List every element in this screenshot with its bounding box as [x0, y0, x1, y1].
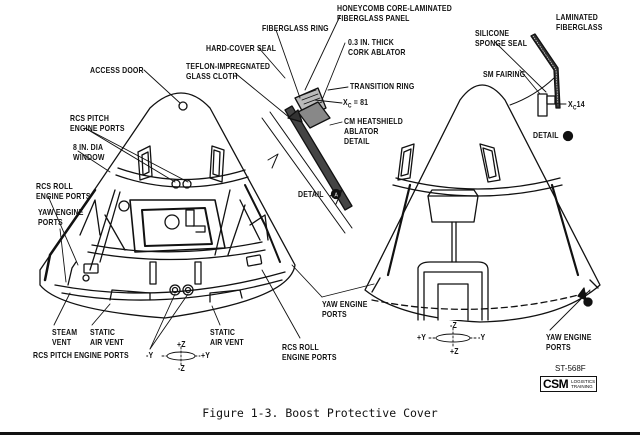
label-sm-fairing: SM FAIRING [483, 70, 526, 79]
label-hard-cover-seal: HARD-COVER SEAL [206, 44, 277, 53]
upper-port-right [209, 145, 225, 183]
hatch-window [141, 207, 213, 247]
label-transition-ring: TRANSITION RING [350, 82, 415, 91]
label-window: 8 IN. DIA WINDOW [73, 143, 105, 162]
label-silicone-sponge-seal: SILICONE SPONGE SEAL [475, 29, 528, 48]
left-cone-outline [39, 92, 296, 319]
axis-right-bottom: +Z [450, 347, 459, 356]
axis-left-left: -Y [146, 351, 154, 360]
label-steam-vent: STEAM VENT [52, 328, 78, 347]
detail-a-drawing [261, 87, 353, 234]
label-rcs-pitch-lower: RCS PITCH ENGINE PORTS [33, 351, 129, 360]
rcs-roll-port-left [83, 263, 99, 274]
label-access-door: ACCESS DOOR [90, 66, 144, 75]
label-honeycomb-panel: HONEYCOMB CORE-LAMINATED FIBERGLASS PANE… [337, 4, 452, 23]
rcs-roll-port-right [245, 254, 263, 267]
label-static-air-vent-right: STATIC AIR VENT [210, 328, 244, 347]
label-cork-ablator: 0.3 IN. THICK CORK ABLATOR [348, 38, 406, 57]
steam-vent [82, 274, 90, 282]
umbilical-panel [427, 195, 479, 223]
upper-port-right [479, 143, 501, 183]
ablator-layer [284, 105, 353, 211]
label-fiberglass-ring: FIBERGLASS RING [262, 24, 329, 33]
figure-caption: Figure 1-3. Boost Protective Cover [202, 406, 438, 420]
hatch-frame [91, 241, 263, 253]
leader-lines [47, 15, 591, 350]
rcs-pitch-port [171, 179, 181, 189]
axis-left-top: +Z [177, 340, 186, 349]
window-8in [118, 200, 130, 212]
axis-right-left: +Y [417, 333, 427, 342]
label-detail-a: DETAIL [298, 190, 324, 199]
upper-port-left [137, 145, 153, 181]
svg-text:A: A [335, 193, 339, 199]
rcs-pitch-port [182, 179, 192, 189]
detail-a-label-dot [330, 188, 342, 200]
label-rcs-roll: RCS ROLL ENGINE PORTS [36, 182, 91, 201]
logo-main-text: CSM [543, 377, 569, 391]
left-cone-apex-ring [117, 167, 246, 181]
right-axis-indicator [428, 327, 478, 349]
right-cone-view [364, 84, 601, 323]
label-yaw-engine-center: YAW ENGINE PORTS [322, 300, 368, 319]
label-teflon-cloth: TEFLON-IMPREGNATED GLASS CLOTH [186, 62, 271, 81]
sm-fairing [537, 93, 548, 117]
document-id: ST-568F [555, 364, 586, 373]
label-laminated-fiberglass: LAMINATED FIBERGLASS [556, 13, 603, 32]
label-xc-81: XC = 81 [343, 98, 369, 110]
label-yaw-engine-right: YAW ENGINE PORTS [546, 333, 592, 352]
label-static-air-vent-left: STATIC AIR VENT [90, 328, 124, 347]
detail-b-drawing: A [330, 33, 574, 200]
detail-b-label-dot [562, 130, 574, 142]
label-rcs-pitch-upper: RCS PITCH ENGINE PORTS [70, 114, 125, 133]
axis-left-right: +Y [201, 351, 211, 360]
silicone-sponge-seal [546, 95, 556, 105]
umbilical-fairing [417, 261, 489, 321]
upper-port-left [397, 143, 415, 181]
label-xc-14: XC14 [568, 100, 585, 112]
label-yaw-engine-left: YAW ENGINE PORTS [38, 208, 84, 227]
label-detail-b: DETAIL [533, 131, 559, 140]
axis-right-right: -Y [478, 333, 486, 342]
right-cone-apex-ring [395, 177, 561, 190]
axis-left-bottom: -Z [178, 364, 185, 373]
label-rcs-roll-lower: RCS ROLL ENGINE PORTS [282, 343, 337, 362]
laminated-fiberglass-panel [530, 33, 561, 109]
access-door [178, 101, 188, 111]
bottom-rule [0, 432, 640, 435]
left-axis-indicator [161, 346, 201, 366]
rcs-pitch-lower-port [182, 284, 194, 296]
axis-right-top: -Z [450, 321, 457, 330]
left-cone-view [39, 92, 296, 319]
label-cm-heatshield: CM HEATSHIELD ABLATOR DETAIL [344, 117, 403, 146]
